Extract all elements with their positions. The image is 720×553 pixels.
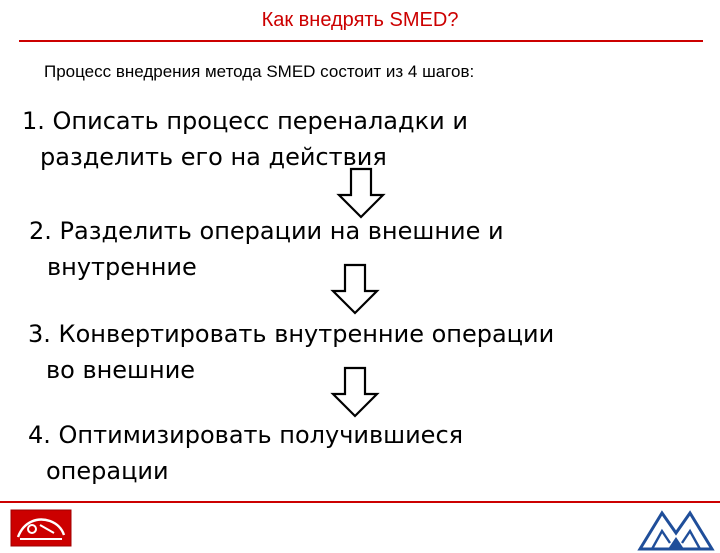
blue-triangle-logo xyxy=(637,510,715,551)
step-2-line-2: внутренние xyxy=(47,253,197,281)
slide-subtitle: Процесс внедрения метода SMED состоит из… xyxy=(44,62,475,81)
step-2: 2. Разделить операции на внешние и внутр… xyxy=(29,213,504,285)
slide-title: Как внедрять SMED? xyxy=(261,9,459,31)
step-4: 4. Оптимизировать получившиеся операции xyxy=(28,417,463,489)
step-1-line-1: 1. Описать процесс переналадки и xyxy=(22,107,468,135)
down-arrow-icon xyxy=(336,167,386,219)
step-4-line-2: операции xyxy=(46,457,169,485)
red-emblem-logo xyxy=(10,509,72,547)
down-arrow-icon xyxy=(330,263,380,315)
footer-divider xyxy=(0,501,720,503)
step-4-line-1: 4. Оптимизировать получившиеся xyxy=(28,421,464,449)
step-1-line-2: разделить его на действия xyxy=(40,143,387,171)
down-arrow-icon xyxy=(330,366,380,418)
step-3-line-2: во внешние xyxy=(46,356,196,384)
title-divider xyxy=(19,40,703,42)
step-2-line-1: 2. Разделить операции на внешние и xyxy=(29,217,504,245)
step-3-line-1: 3. Конвертировать внутренние операции xyxy=(28,320,555,348)
step-1: 1. Описать процесс переналадки и раздели… xyxy=(22,103,468,175)
step-3: 3. Конвертировать внутренние операции во… xyxy=(28,316,554,388)
